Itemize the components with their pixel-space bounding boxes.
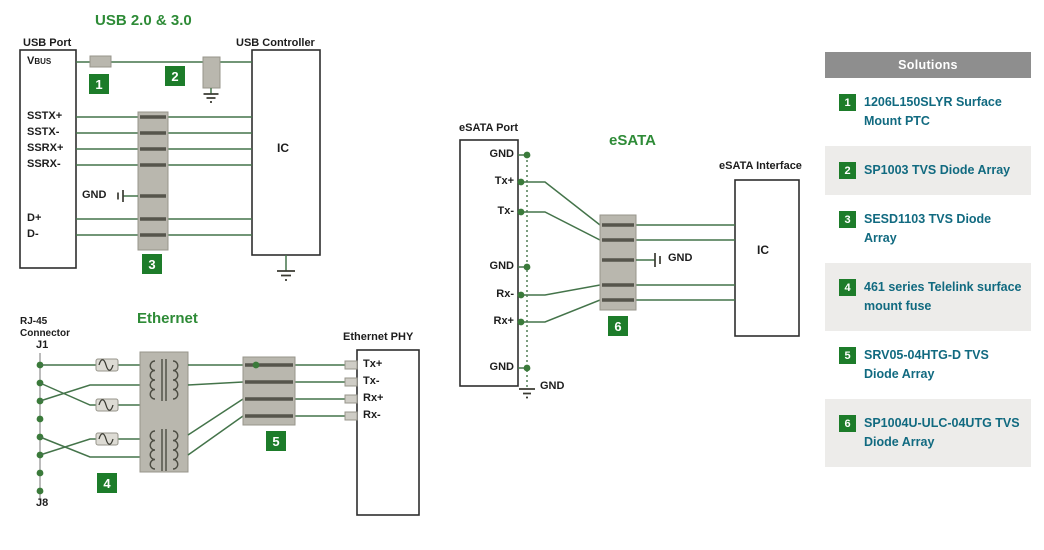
pin-label-rx-plus: Rx+ bbox=[493, 315, 515, 327]
esata-section-drawing bbox=[459, 139, 800, 399]
solution-marker-2: 2 bbox=[165, 66, 185, 86]
ethernet-phy-label: Ethernet PHY bbox=[343, 331, 414, 343]
solution-number-badge: 6 bbox=[839, 415, 856, 432]
esata-section-title: eSATA bbox=[609, 132, 656, 149]
solution-number-badge: 4 bbox=[839, 279, 856, 296]
transformer-component bbox=[139, 351, 189, 473]
solution-number-badge: 5 bbox=[839, 347, 856, 364]
solution-item-5[interactable]: 5 SRV05-04HTG-D TVS Diode Array bbox=[825, 331, 1031, 399]
solution-marker-3: 3 bbox=[142, 254, 162, 274]
pin-label-gnd-1: GND bbox=[489, 148, 514, 160]
ethernet-section-title: Ethernet bbox=[137, 310, 198, 327]
usb-gnd-label: GND bbox=[82, 189, 107, 201]
esata-port-label: eSATA Port bbox=[459, 122, 519, 134]
pin-label-gnd-3: GND bbox=[489, 361, 514, 373]
solution-link[interactable]: SP1004U-ULC-04UTG TVS Diode Array bbox=[864, 416, 1020, 449]
solution-item-3[interactable]: 3 SESD1103 TVS Diode Array bbox=[825, 195, 1031, 263]
pin-label-rx-minus: Rx- bbox=[363, 409, 381, 421]
esata-gnd-mid-label: GND bbox=[668, 252, 693, 264]
ethernet-phy-box bbox=[356, 349, 420, 516]
esata-gnd-bottom-label: GND bbox=[540, 380, 565, 392]
usb-controller-label: USB Controller bbox=[236, 37, 315, 49]
pin-label-ssrx-plus: SSRX+ bbox=[27, 142, 64, 154]
solution-number-badge: 2 bbox=[839, 162, 856, 179]
solution-item-2[interactable]: 2 SP1003 TVS Diode Array bbox=[825, 146, 1031, 195]
pin-label-tx-minus: Tx- bbox=[363, 375, 380, 387]
usb-ic-label: IC bbox=[277, 141, 289, 155]
solution-item-6[interactable]: 6 SP1004U-ULC-04UTG TVS Diode Array bbox=[825, 399, 1031, 467]
solution-marker-6: 6 bbox=[608, 316, 628, 336]
solutions-header: Solutions bbox=[825, 52, 1031, 78]
pin-label-rx-minus: Rx- bbox=[496, 288, 514, 300]
pin-label-rx-plus: Rx+ bbox=[363, 392, 384, 404]
tvs-diode-array-component bbox=[137, 111, 169, 251]
pin-label-sstx-plus: SSTX+ bbox=[27, 110, 63, 122]
solution-link[interactable]: 461 series Telelink surface mount fuse bbox=[864, 280, 1022, 313]
usb-port-label: USB Port bbox=[23, 37, 72, 49]
usb-port-box bbox=[19, 49, 77, 269]
solution-marker-5: 5 bbox=[266, 431, 286, 451]
esata-ic-label: IC bbox=[757, 243, 769, 257]
solution-number-badge: 3 bbox=[839, 211, 856, 228]
pin-label-tx-minus: Tx- bbox=[497, 205, 515, 217]
pin-label-d-minus: D- bbox=[27, 228, 39, 240]
solution-link[interactable]: SRV05-04HTG-D TVS Diode Array bbox=[864, 348, 989, 381]
solution-number-badge: 1 bbox=[839, 94, 856, 111]
tvs-diode-array-component bbox=[242, 356, 296, 426]
solution-link[interactable]: SP1003 TVS Diode Array bbox=[864, 163, 1011, 177]
pin-label-ssrx-minus: SSRX- bbox=[27, 158, 61, 170]
pin-label-gnd-2: GND bbox=[489, 260, 514, 272]
pin-label-vbus: VBUS bbox=[27, 55, 52, 67]
pin-label-j8: J8 bbox=[36, 497, 49, 509]
usb-section-title: USB 2.0 & 3.0 bbox=[95, 12, 192, 29]
tvs-diode-component bbox=[202, 56, 221, 89]
solution-item-4[interactable]: 4 461 series Telelink surface mount fuse bbox=[825, 263, 1031, 331]
ptc-fuse-component bbox=[89, 55, 112, 68]
pin-label-d-plus: D+ bbox=[27, 212, 42, 224]
usb-section-drawing bbox=[19, 49, 321, 281]
telelink-fuse-components bbox=[95, 358, 119, 446]
pin-label-tx-plus: Tx+ bbox=[363, 358, 383, 370]
pin-label-sstx-minus: SSTX- bbox=[27, 126, 60, 138]
esata-interface-label: eSATA Interface bbox=[719, 160, 802, 172]
pin-label-tx-plus: Tx+ bbox=[494, 175, 514, 187]
ethernet-section-drawing bbox=[36, 349, 420, 516]
usb-controller-box bbox=[251, 49, 321, 256]
solution-item-1[interactable]: 1 1206L150SLYR Surface Mount PTC bbox=[825, 78, 1031, 146]
solution-link[interactable]: SESD1103 TVS Diode Array bbox=[864, 212, 992, 245]
tvs-diode-array-component bbox=[599, 214, 637, 311]
esata-port-box bbox=[459, 139, 519, 387]
esata-interface-box bbox=[734, 179, 800, 337]
solution-marker-4: 4 bbox=[97, 473, 117, 493]
pin-label-j1: J1 bbox=[36, 339, 49, 351]
solution-marker-1: 1 bbox=[89, 74, 109, 94]
rj45-connector-label: RJ-45 Connector bbox=[20, 316, 70, 339]
solution-link[interactable]: 1206L150SLYR Surface Mount PTC bbox=[864, 95, 1002, 128]
solutions-panel: Solutions 1 1206L150SLYR Surface Mount P… bbox=[825, 52, 1031, 467]
